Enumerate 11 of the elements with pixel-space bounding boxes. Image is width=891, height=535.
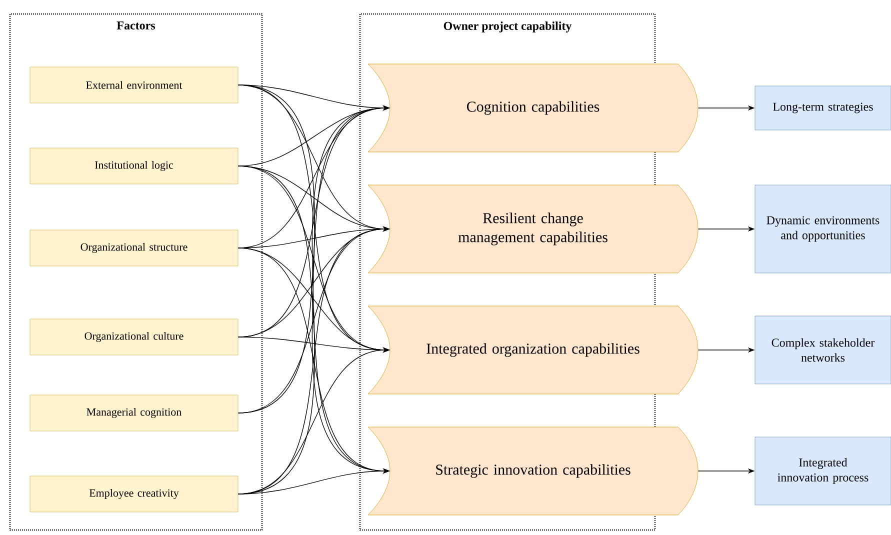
factor-box: External environment xyxy=(30,66,238,104)
outcome-box: Long-term strategies xyxy=(754,86,891,130)
factor-box: Managerial cognition xyxy=(30,394,238,432)
factor-box: Employee creativity xyxy=(30,476,238,512)
factor-box: Organizational structure xyxy=(30,230,238,266)
outcome-box: Complex stakeholder networks xyxy=(754,316,891,384)
outcome-box: Integrated innovation process xyxy=(754,436,891,506)
factor-box: Institutional logic xyxy=(30,148,238,184)
factor-box: Organizational culture xyxy=(30,318,238,356)
group-title: Owner project capability xyxy=(444,22,572,32)
outcome-box: Dynamic environments and opportunities xyxy=(754,184,891,274)
